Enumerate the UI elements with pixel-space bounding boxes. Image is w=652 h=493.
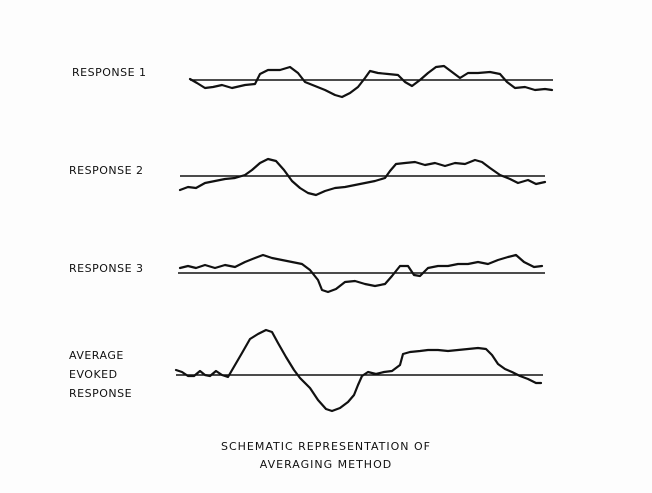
- label-response-2: RESPONSE 2: [69, 164, 144, 177]
- label-average-line-3: RESPONSE: [69, 387, 133, 400]
- label-response-3: RESPONSE 3: [69, 262, 144, 275]
- waveform-response-3: [178, 253, 544, 294]
- waveform-response-1: [188, 64, 554, 99]
- waveform-average: [174, 328, 543, 413]
- label-average-line-1: AVERAGE: [69, 349, 124, 362]
- label-average-line-2: EVOKED: [69, 368, 118, 381]
- caption-line-1: SCHEMATIC REPRESENTATION OF: [220, 440, 432, 453]
- waveform-response-2: [178, 157, 547, 197]
- caption-line-2: AVERAGING METHOD: [259, 458, 393, 471]
- label-response-1: RESPONSE 1: [72, 66, 147, 79]
